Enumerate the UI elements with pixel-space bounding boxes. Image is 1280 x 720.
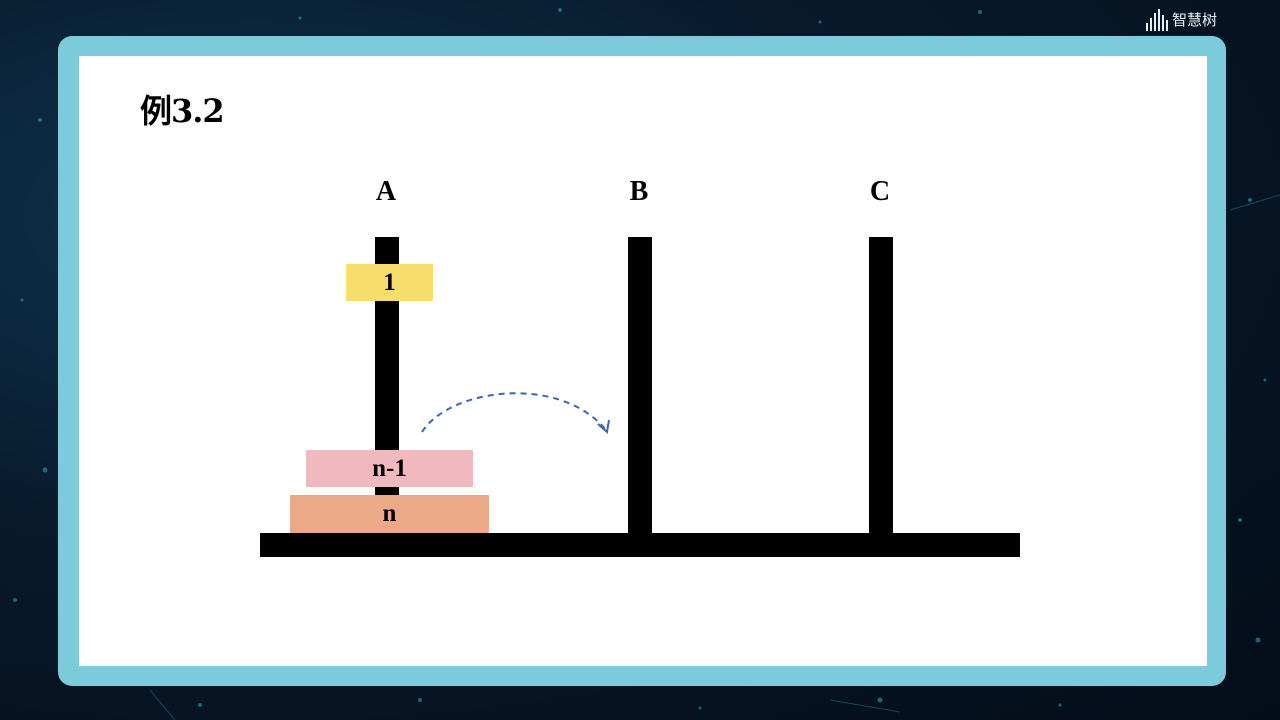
disk-n-label: n <box>382 500 397 527</box>
disk-n-minus-1-label: n-1 <box>372 454 407 482</box>
peg-b <box>628 237 652 537</box>
disk-1: 1 <box>346 264 433 301</box>
logo-bars-icon <box>1146 9 1168 31</box>
disk-n-minus-1: n-1 <box>306 450 473 487</box>
logo-text: 智慧树 <box>1172 10 1218 29</box>
peg-label-b: B <box>629 176 649 207</box>
peg-c <box>869 237 893 537</box>
tower-base <box>260 533 1020 557</box>
disk-1-label: 1 <box>383 268 396 296</box>
zhihuishu-logo: 智慧树 <box>1146 6 1246 34</box>
disk-n: n <box>290 495 489 533</box>
slide-title: 例3.2 <box>140 92 225 130</box>
move-arrow <box>421 392 610 434</box>
peg-label-a: A <box>375 176 397 207</box>
peg-label-c: C <box>869 176 891 207</box>
